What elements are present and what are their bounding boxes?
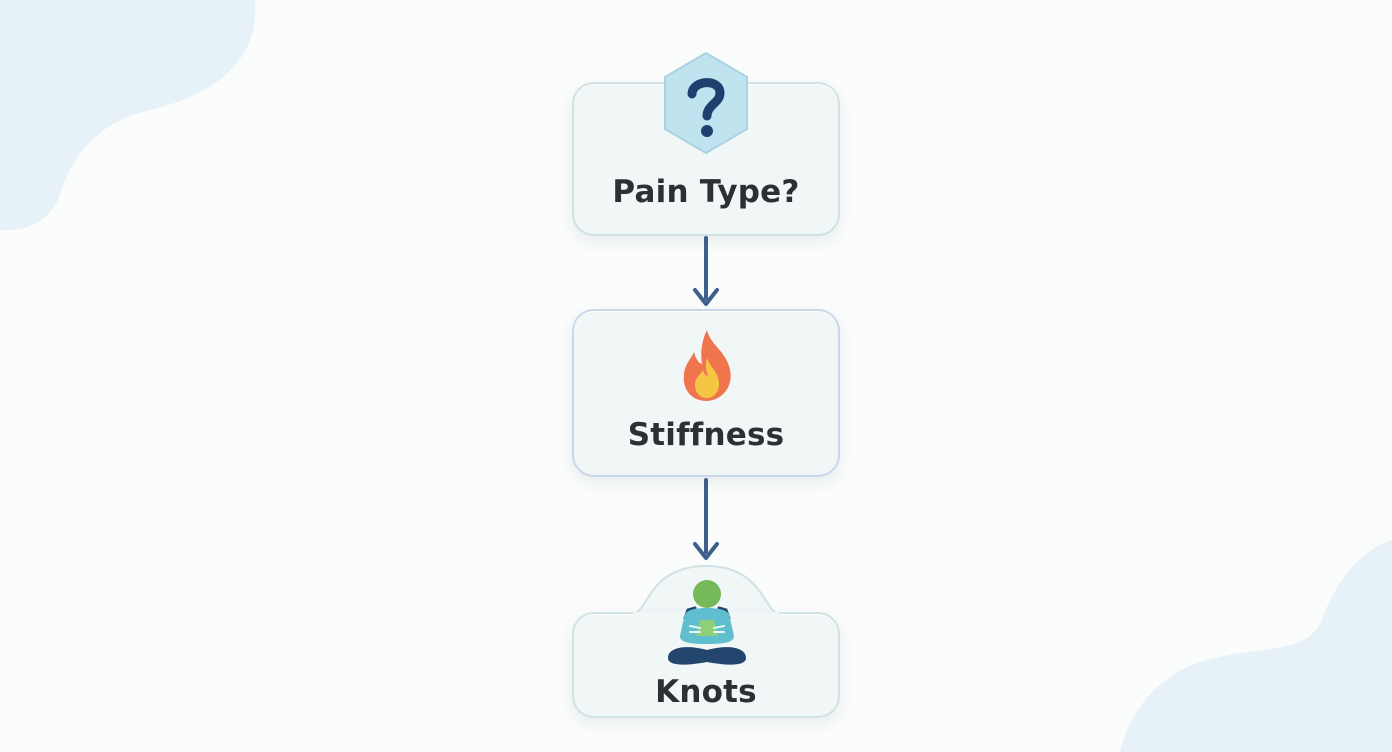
meditating-person-icon <box>668 580 746 665</box>
corner-blob-bottom-right <box>1120 540 1392 752</box>
corner-blob-top-left <box>0 0 256 231</box>
node-label-pain-type: Pain Type? <box>612 174 800 210</box>
flame-icon <box>683 330 731 401</box>
arrow-2-head <box>693 542 719 560</box>
node-label-stiffness: Stiffness <box>627 417 785 453</box>
node-label-knots: Knots <box>655 674 757 710</box>
flow-node-pain-type: Pain Type? <box>572 82 840 236</box>
question-hexagon-icon <box>664 52 748 154</box>
arrow-1-head <box>693 288 719 306</box>
